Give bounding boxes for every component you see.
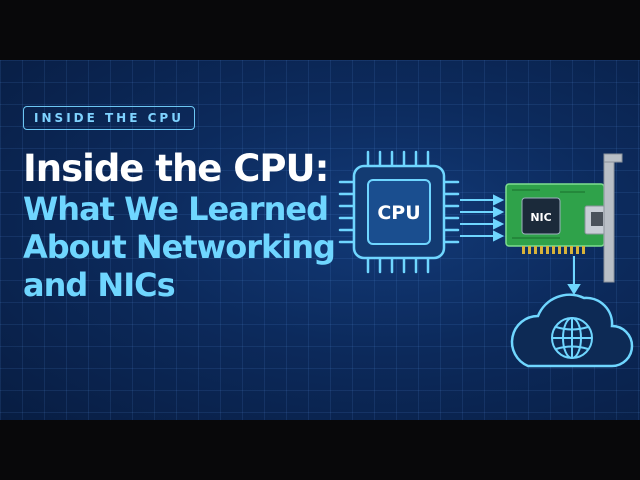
cpu-chip-icon: CPU bbox=[338, 150, 460, 274]
headline-line-4: and NICs bbox=[23, 266, 176, 304]
data-arrows bbox=[460, 194, 505, 242]
letterbox-top bbox=[0, 0, 640, 60]
banner: INSIDE THE CPU Inside the CPU: What We L… bbox=[0, 60, 640, 420]
headline-line-2: What We Learned bbox=[23, 190, 329, 228]
cloud-icon bbox=[510, 293, 634, 368]
headline-line-3: About Networking bbox=[23, 228, 336, 266]
nic-card-icon: NIC bbox=[505, 153, 623, 283]
cpu-label: CPU bbox=[377, 202, 420, 224]
headline-line-1: Inside the CPU: bbox=[23, 147, 329, 190]
category-tag-label: INSIDE THE CPU bbox=[34, 111, 184, 125]
network-diagram: CPU bbox=[338, 150, 634, 368]
nic-to-cloud-arrow bbox=[567, 256, 581, 295]
headline: Inside the CPU: What We Learned About Ne… bbox=[23, 147, 353, 305]
globe-icon bbox=[551, 317, 593, 359]
category-tag: INSIDE THE CPU bbox=[23, 106, 195, 130]
letterbox-bottom bbox=[0, 420, 640, 480]
nic-label: NIC bbox=[530, 211, 551, 224]
